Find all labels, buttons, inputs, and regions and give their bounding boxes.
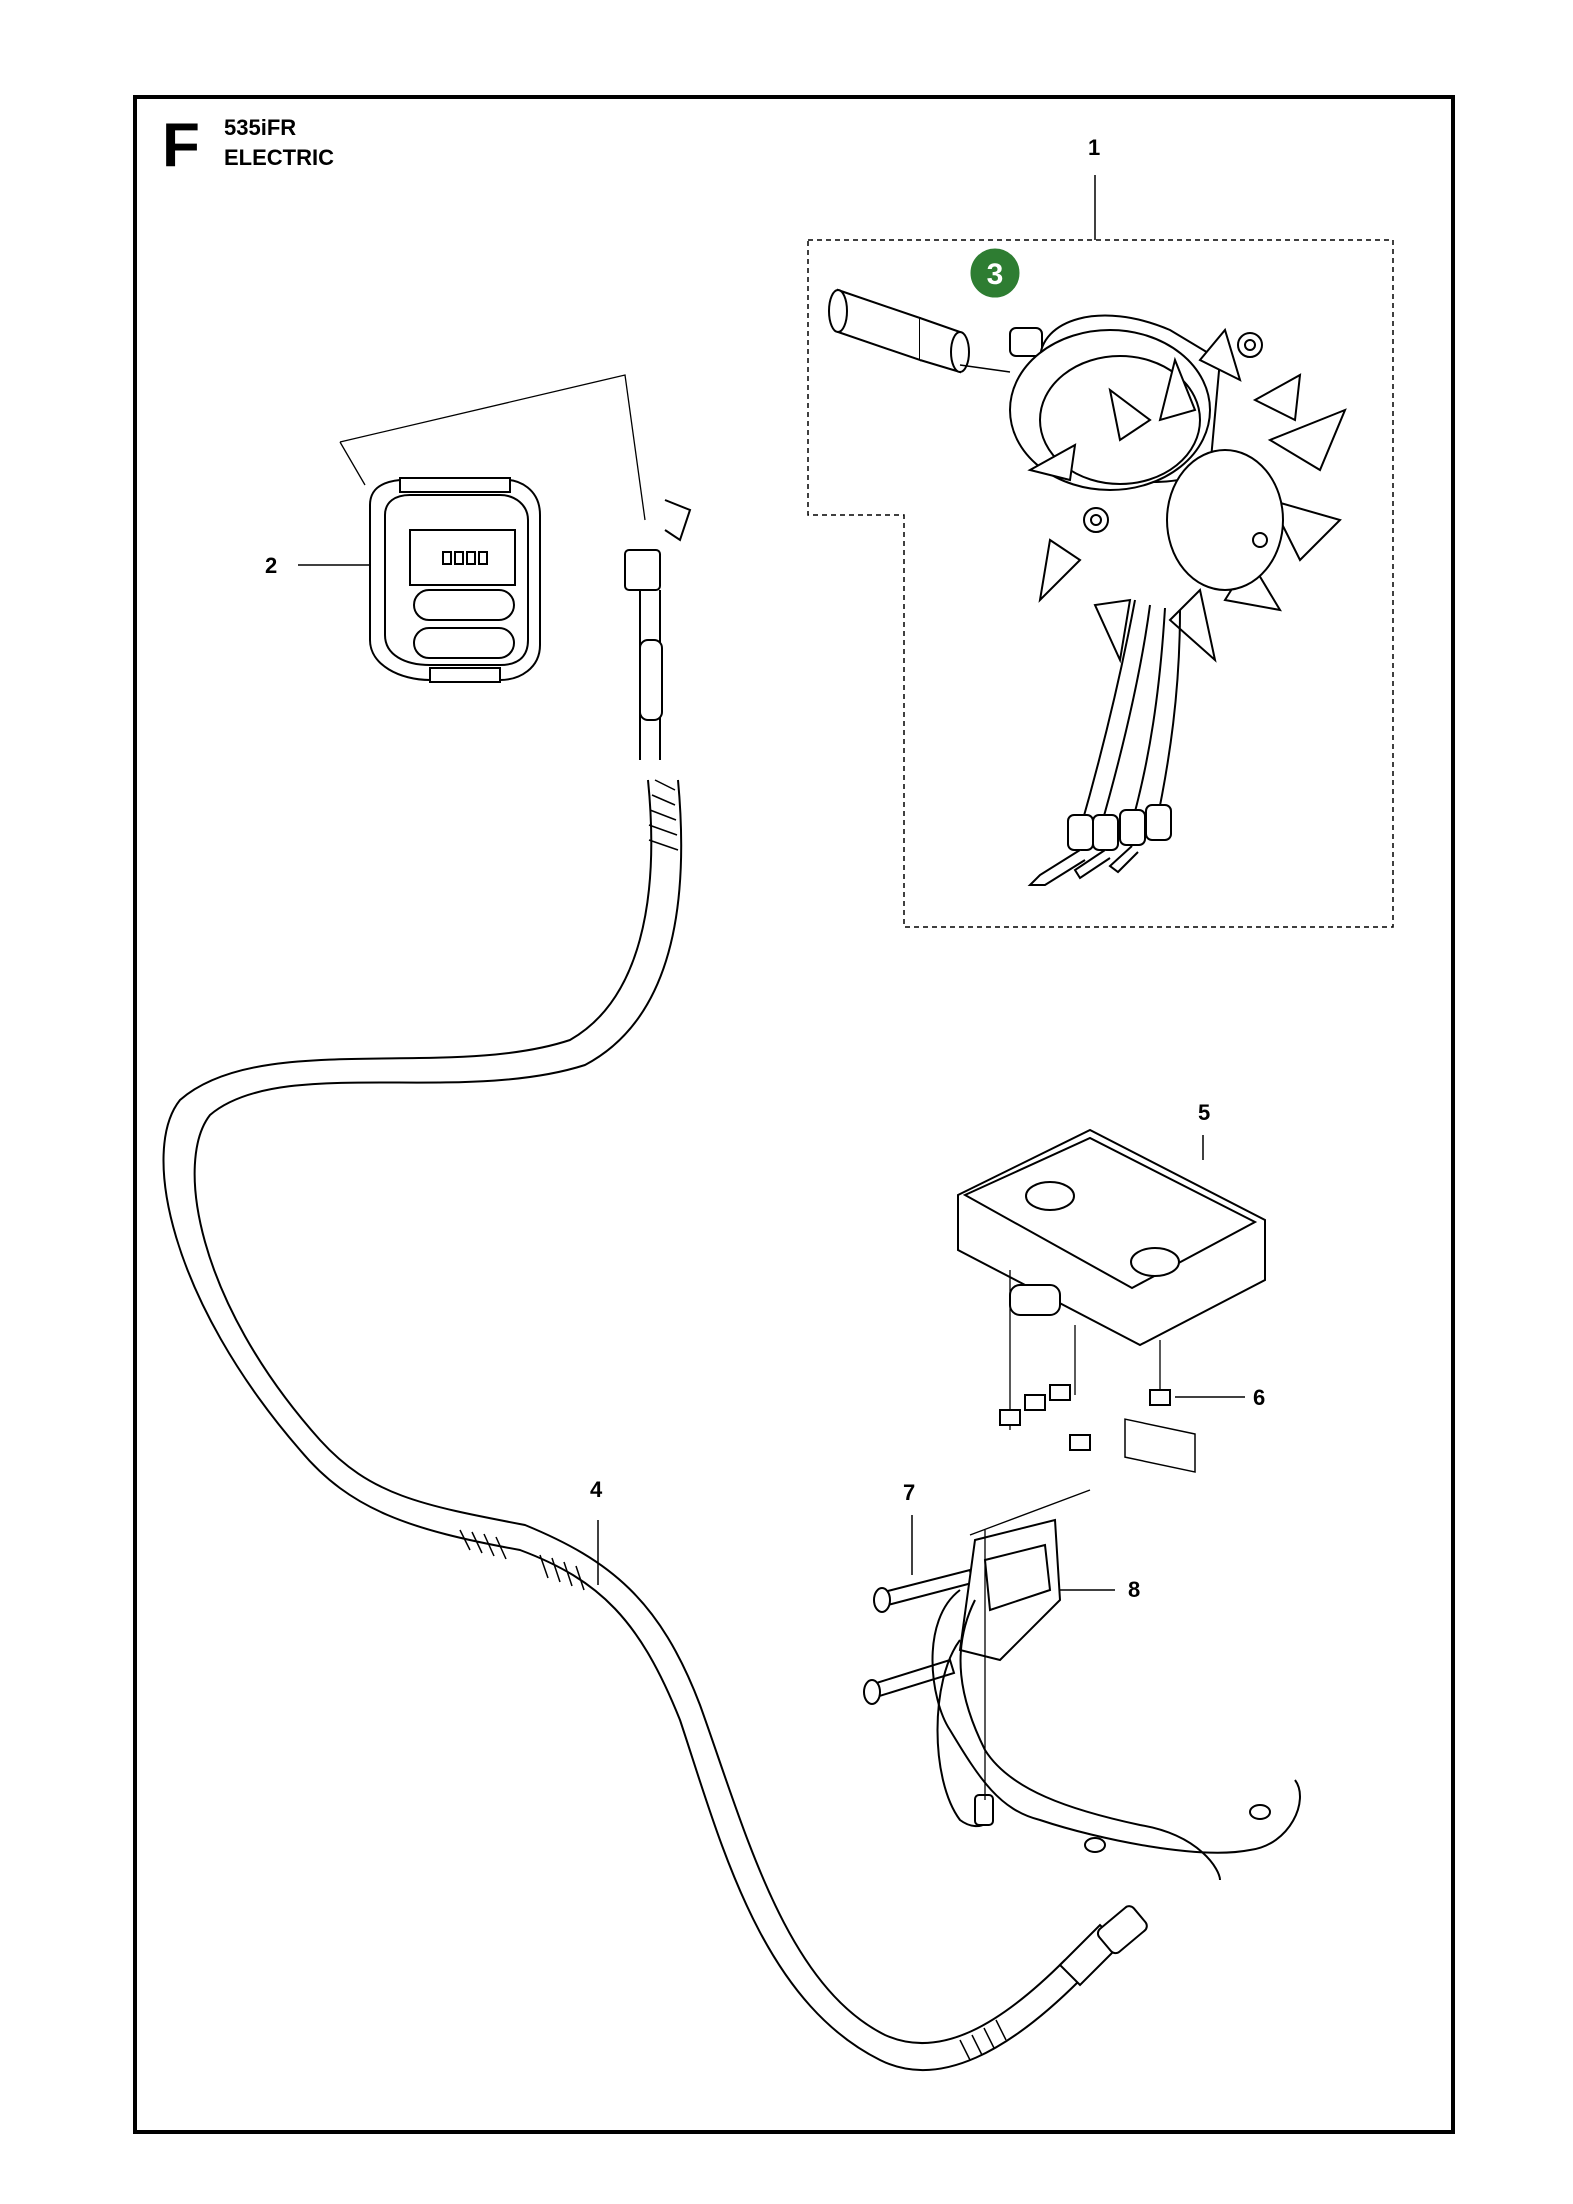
cable-harness-part (162, 779, 1148, 2071)
control-module-part (957, 1128, 1266, 1473)
cable-sleeve-bands (459, 779, 1007, 2061)
panel-button-bottom (413, 627, 515, 659)
fan-motor-assembly (807, 175, 1394, 928)
section-letter: F (162, 111, 200, 180)
panel-button-top (413, 589, 515, 621)
sleeve-part (828, 288, 1011, 374)
callout-8: 8 (1128, 1577, 1140, 1602)
battery-indicator-icon (442, 551, 488, 565)
screw-part (999, 1270, 1245, 1451)
callout-5: 5 (1198, 1100, 1210, 1125)
model-name: 535iFR (224, 115, 296, 140)
assembly-outline (807, 239, 1394, 928)
cable-outer-top (162, 779, 1081, 2071)
cable-outer-bottom (193, 779, 1066, 2045)
motor-wires (1027, 599, 1181, 886)
husqvarna-logo-icon (1025, 1181, 1180, 1277)
module-label-plate (1124, 1418, 1196, 1473)
callout-3-badge (970, 248, 1020, 298)
callout-4: 4 (590, 1477, 603, 1502)
callout-1: 1 (1088, 135, 1100, 160)
panel-reference-lines (339, 374, 646, 521)
fan-blades (1027, 327, 1347, 664)
page-frame (133, 95, 1455, 2134)
callout-3: 3 (987, 258, 1004, 291)
callout-7: 7 (903, 1480, 915, 1505)
switch-part (931, 1518, 1301, 1881)
callout-6: 6 (1253, 1385, 1265, 1410)
control-panel-part (339, 374, 692, 760)
callout-2: 2 (265, 553, 277, 578)
group-name: ELECTRIC (224, 145, 334, 170)
